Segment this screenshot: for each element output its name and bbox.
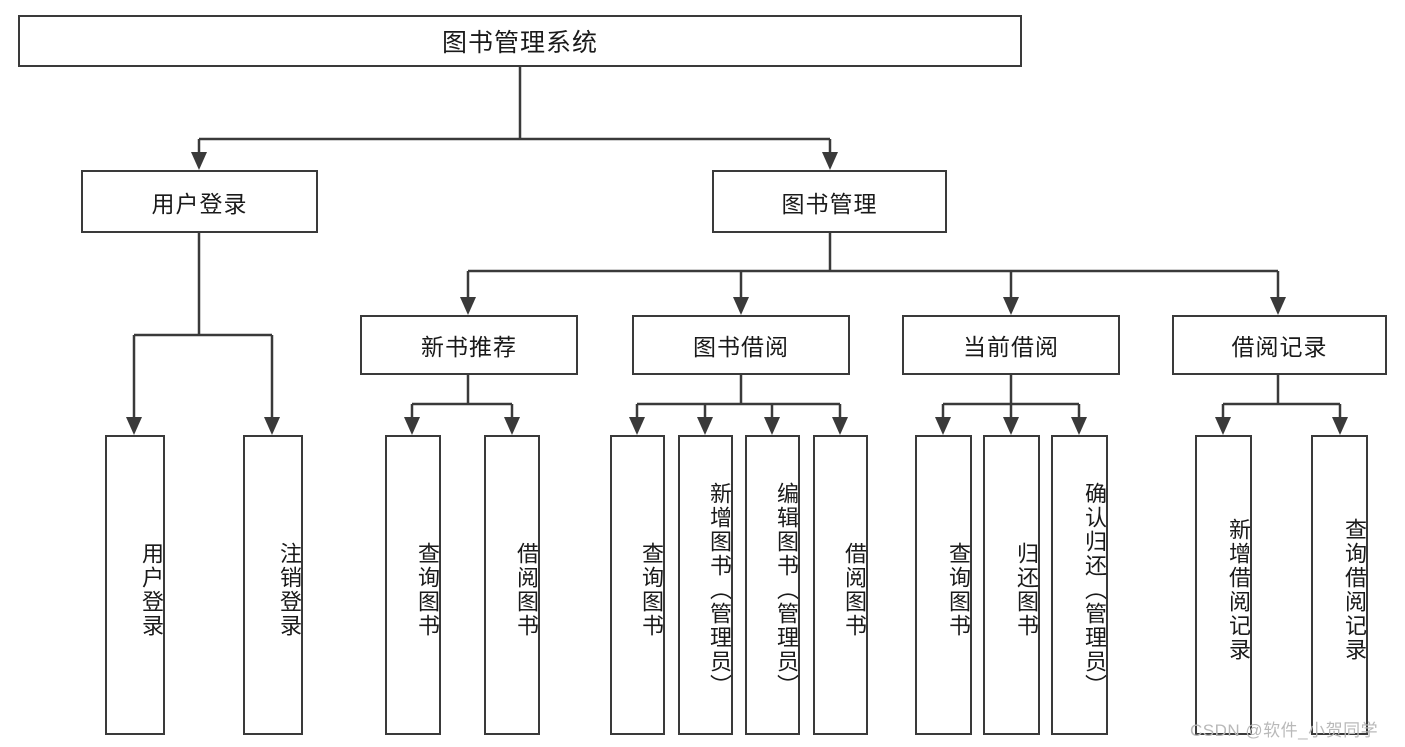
node-leaf-logout-login[interactable]: 注销登录 [243,435,303,735]
node-leaf-edit-book[interactable]: 编辑图书（管理员） [745,435,800,735]
node-current-borrow[interactable]: 当前借阅 [902,315,1120,375]
csdn-watermark: CSDN @软件_小贺同学 [1190,721,1379,740]
node-label: 归还图书 [1014,542,1039,638]
node-book-manage[interactable]: 图书管理 [712,170,947,233]
node-label: 当前借阅 [963,334,1059,360]
node-leaf-query-book-3[interactable]: 查询图书 [915,435,972,735]
node-user-login[interactable]: 用户登录 [81,170,318,233]
node-label: 用户登录 [151,190,248,217]
node-root-system[interactable]: 图书管理系统 [18,15,1022,67]
node-label: 查询图书 [639,542,664,638]
node-leaf-query-book-2[interactable]: 查询图书 [610,435,665,735]
node-label: 新书推荐 [421,334,517,360]
node-label: 图书借阅 [693,334,789,360]
node-borrow-record[interactable]: 借阅记录 [1172,315,1387,375]
node-leaf-add-record[interactable]: 新增借阅记录 [1195,435,1252,735]
node-label: 新增图书（管理员） [707,482,732,698]
node-leaf-query-record[interactable]: 查询借阅记录 [1311,435,1368,735]
node-label: 查询图书 [415,542,440,638]
node-label: 新增借阅记录 [1226,518,1251,662]
node-leaf-user-login[interactable]: 用户登录 [105,435,165,735]
node-leaf-borrow-book-2[interactable]: 借阅图书 [813,435,868,735]
node-label: 图书管理 [781,190,878,217]
node-leaf-return-book[interactable]: 归还图书 [983,435,1040,735]
node-label: 编辑图书（管理员） [774,482,799,698]
node-label: 用户登录 [139,542,164,638]
node-book-borrow[interactable]: 图书借阅 [632,315,850,375]
node-leaf-confirm-return[interactable]: 确认归还（管理员） [1051,435,1108,735]
node-label: 借阅图书 [514,542,539,638]
node-label: 图书管理系统 [441,29,598,57]
node-label: 查询图书 [946,542,971,638]
node-leaf-borrow-book-1[interactable]: 借阅图书 [484,435,540,735]
node-label: 查询借阅记录 [1342,518,1367,662]
node-leaf-query-book-1[interactable]: 查询图书 [385,435,441,735]
node-new-book-recommend[interactable]: 新书推荐 [360,315,578,375]
node-label: 借阅记录 [1231,334,1328,360]
node-leaf-add-book[interactable]: 新增图书（管理员） [678,435,733,735]
node-label: 借阅图书 [842,542,867,638]
node-label: 注销登录 [277,542,302,638]
node-label: 确认归还（管理员） [1082,482,1107,698]
